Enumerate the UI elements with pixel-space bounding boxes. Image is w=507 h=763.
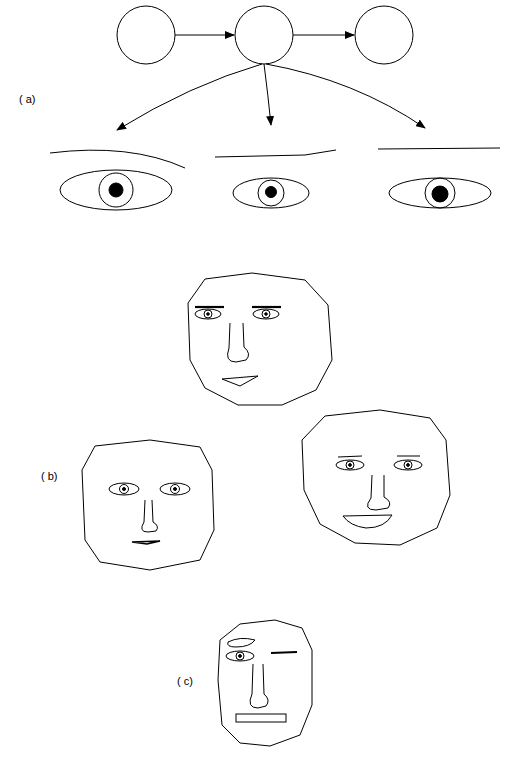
state-chain (117, 6, 425, 130)
face (218, 620, 312, 746)
panel-label: ( c) (176, 675, 194, 687)
panel-label: ( b) (40, 470, 59, 482)
face (188, 273, 332, 405)
face (302, 410, 450, 545)
panel-label: ( a) (18, 93, 37, 105)
eye-variants (50, 148, 500, 210)
face (82, 440, 214, 570)
